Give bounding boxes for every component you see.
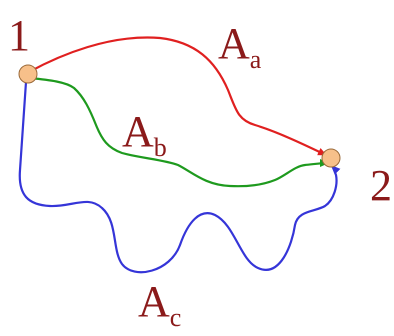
path-b-label: Ab (122, 107, 167, 162)
path-a-letter: A (218, 19, 250, 68)
path-c-subscript: c (170, 303, 182, 332)
path-a-curve (28, 36, 327, 156)
path-c-letter: A (138, 277, 170, 326)
path-b-subscript: b (154, 133, 167, 162)
path-c-curve (18, 81, 341, 274)
end-point-label: 2 (370, 161, 392, 210)
end-point-marker (321, 148, 341, 168)
path-a-subscript: a (250, 45, 262, 74)
path-c-label: Ac (138, 277, 181, 332)
path-b-curve (29, 76, 329, 188)
start-point-label: 1 (8, 11, 30, 60)
start-point-marker (18, 64, 38, 84)
path-a-label: Aa (218, 19, 262, 74)
path-b-letter: A (122, 107, 154, 156)
